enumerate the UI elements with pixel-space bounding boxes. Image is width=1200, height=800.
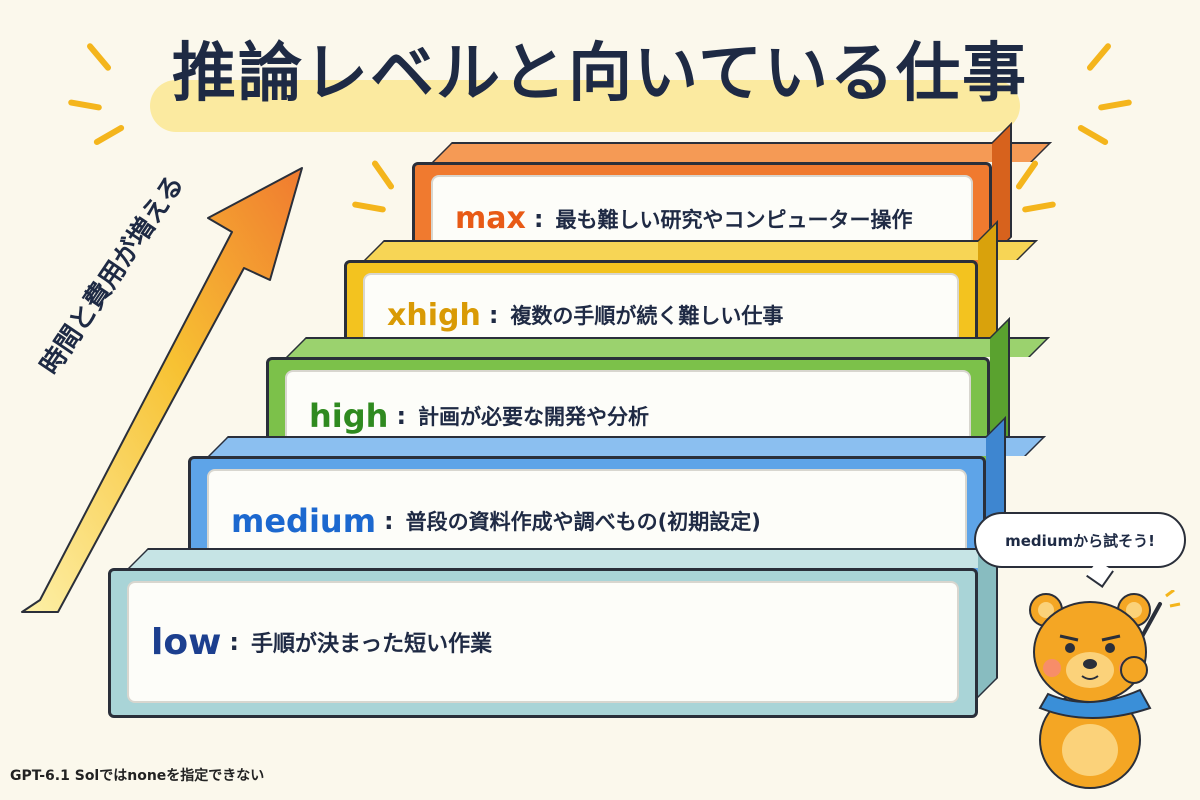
separator: :	[384, 507, 394, 535]
step-top	[128, 548, 1038, 568]
title-highlight	[150, 80, 1020, 132]
level-name: xhigh	[387, 297, 481, 333]
level-description: 普段の資料作成や調べもの(初期設定)	[405, 510, 761, 534]
footnote: GPT-6.1 Solではnoneを指定できない	[10, 768, 265, 784]
step-top	[208, 436, 1046, 456]
level-description: 最も難しい研究やコンピューター操作	[555, 207, 913, 232]
separator: :	[533, 204, 544, 233]
separator: :	[488, 301, 499, 329]
level-description: 計画が必要な開発や分析	[418, 405, 650, 429]
page-title: 推論レベルと向いている仕事	[171, 37, 1029, 111]
level-name: medium	[231, 502, 377, 540]
step-top	[364, 240, 1038, 260]
separator: :	[229, 628, 239, 656]
separator: :	[396, 402, 407, 430]
speech-bubble: mediumから試そう!	[974, 512, 1186, 568]
step-top	[286, 337, 1050, 357]
level-description: 手順が決まった短い作業	[250, 632, 493, 657]
speech-bubble-text: mediumから試そう!	[1005, 531, 1155, 550]
level-name: low	[151, 621, 222, 663]
step-front: low : 手順が決まった短い作業	[108, 568, 978, 718]
bear-mascot-icon	[1029, 590, 1181, 789]
step-label-box: low : 手順が決まった短い作業	[127, 581, 959, 703]
level-description: 複数の手順が続く難しい仕事	[510, 304, 784, 328]
step-top	[432, 142, 1052, 162]
level-name: high	[309, 397, 389, 435]
level-name: max	[455, 201, 526, 236]
